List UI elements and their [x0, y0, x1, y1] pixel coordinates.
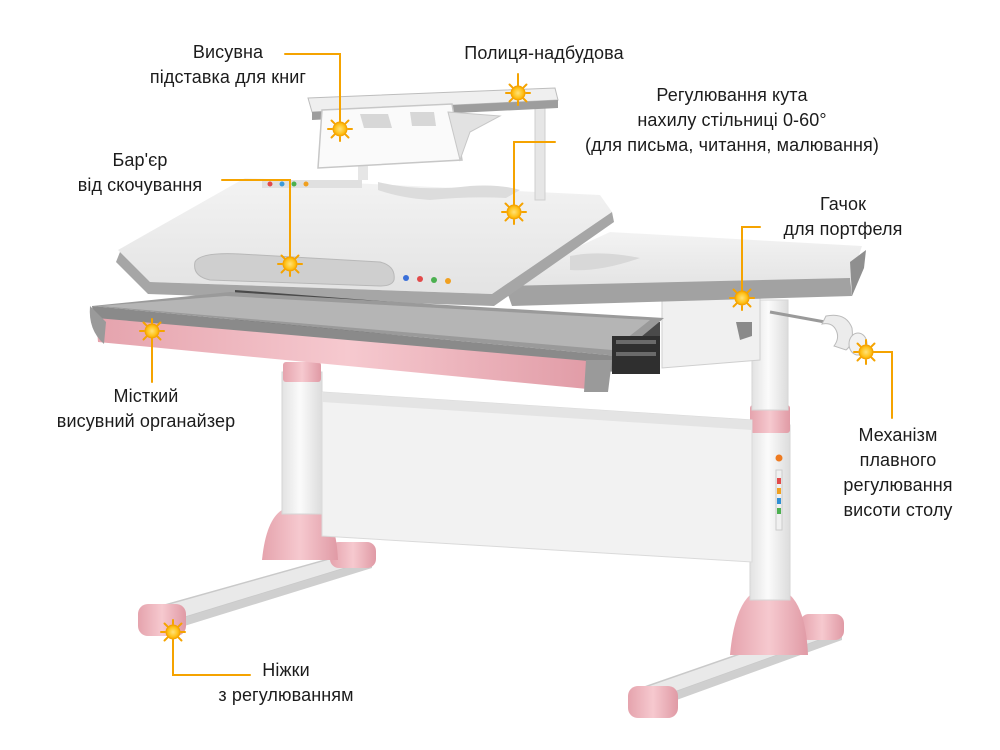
left-leg-lower [262, 510, 338, 560]
callout-tilt-line-3: (для письма, читання, малювання) [584, 135, 879, 155]
callout-height-line-1: Механізм [858, 425, 938, 445]
leader-feet [172, 631, 251, 676]
leader-hook [741, 226, 761, 299]
right-foot-front-cap [628, 686, 678, 718]
callout-height-line-3: регулювання [843, 475, 953, 495]
legs-group [262, 299, 808, 655]
marker-book-stand-icon [327, 116, 353, 142]
leader-height [867, 351, 893, 419]
marker-organizer-icon [139, 318, 165, 344]
callout-book-stand-line-1: Висувна [192, 42, 264, 62]
leader-tilt [513, 141, 556, 213]
callout-book-stand-line-2: підставка для книг [149, 67, 307, 87]
leader-barrier [221, 179, 291, 265]
callout-book-stand: Висувна підставка для книг [128, 40, 328, 90]
callout-feet: Ніжки з регулюванням [196, 658, 376, 708]
callout-feet-line-1: Ніжки [262, 660, 310, 680]
marker-barrier-icon [277, 251, 303, 277]
callout-hook: Гачок для портфеля [758, 192, 928, 242]
shelf-group [307, 87, 559, 201]
callout-barrier: Бар'єр від скочування [48, 148, 232, 198]
marker-shelf-icon [505, 80, 531, 106]
drawer-front [96, 318, 600, 390]
callout-height-line-2: плавного [859, 450, 937, 470]
callout-barrier-line-1: Бар'єр [112, 150, 168, 170]
callout-shelf: Полиця-надбудова [426, 41, 662, 66]
cutout [570, 253, 640, 271]
callout-tilt-line-1: Регулювання кута [656, 85, 808, 105]
callout-hook-line-2: для портфеля [783, 219, 903, 239]
right-leg-lower [730, 595, 808, 655]
marker-feet-icon [160, 619, 186, 645]
marker-hook-icon [729, 285, 755, 311]
leader-book-stand [284, 53, 341, 129]
callout-tilt: Регулювання кута нахилу стільниці 0-60° … [552, 83, 912, 158]
callout-organizer: Місткий висувний органайзер [26, 384, 266, 434]
fixed-desktop [502, 232, 866, 306]
left-leg-sleeve [283, 362, 321, 382]
callout-organizer-line-2: висувний органайзер [56, 411, 236, 431]
callout-height-line-4: висоти столу [843, 500, 953, 520]
hotspot-markers [139, 80, 879, 645]
marker-tilt-icon [501, 199, 527, 225]
organizer-drawer [89, 290, 664, 392]
callout-organizer-line-1: Місткий [113, 386, 179, 406]
right-leg-sleeve [750, 405, 790, 433]
callout-tilt-line-2: нахилу стільниці 0-60° [637, 110, 827, 130]
callout-height-mechanism: Механізм плавного регулювання висоти сто… [818, 423, 978, 523]
callout-feet-line-2: з регулюванням [218, 685, 354, 705]
marker-height-icon [853, 339, 879, 365]
cross-panel [321, 391, 753, 563]
callout-hook-line-1: Гачок [819, 194, 867, 214]
callout-shelf-line-1: Полиця-надбудова [464, 43, 624, 63]
callout-barrier-line-2: від скочування [77, 175, 203, 195]
bag-hook [736, 322, 752, 340]
